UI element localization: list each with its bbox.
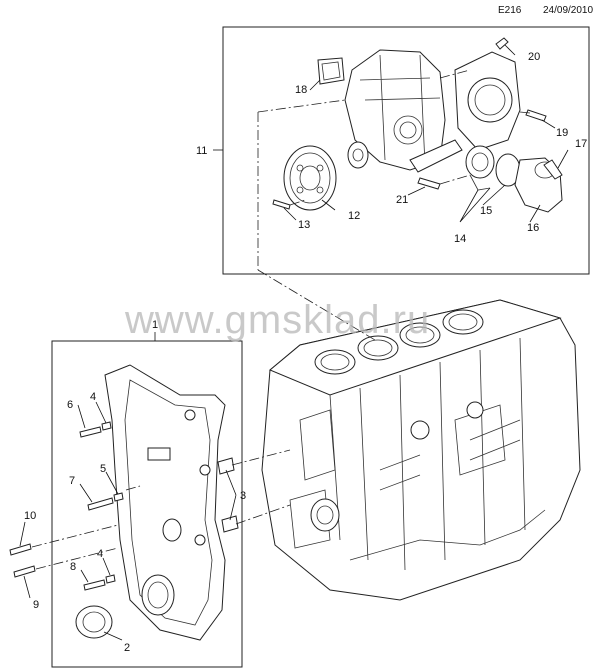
diagram-date: 24/09/2010: [543, 5, 593, 16]
bolt-17: [543, 159, 563, 180]
timing-cover: [104, 364, 226, 641]
callout-1: 1: [152, 319, 158, 331]
callout-14: 14: [454, 233, 466, 245]
washer-4-lower: [105, 574, 116, 584]
callout-4-lower: 4: [97, 548, 103, 560]
callout-18: 18: [295, 84, 307, 96]
thermostat-14: [465, 145, 495, 191]
callout-12: 12: [348, 210, 360, 222]
callout-11: 11: [196, 145, 207, 157]
engine-block: [261, 299, 581, 601]
pulley-12: [283, 145, 337, 211]
callout-2: 2: [124, 642, 130, 654]
callout-7: 7: [69, 475, 75, 487]
water-pump-housing: [344, 49, 463, 173]
callout-16: 16: [527, 222, 539, 234]
bearing: [347, 141, 369, 169]
cover-plate-20: [454, 37, 521, 151]
callout-4-upper: 4: [90, 391, 96, 403]
bolt-10: [9, 543, 32, 556]
gasket-18: [317, 57, 345, 85]
washer-4-upper: [101, 421, 112, 431]
dowel-3-upper: [217, 457, 235, 475]
washer-5: [113, 492, 124, 502]
callout-13: 13: [298, 219, 310, 231]
bolt-7: [87, 497, 114, 511]
bolt-9: [13, 565, 36, 578]
diagram-code: E216: [498, 5, 522, 16]
bolt-21: [417, 177, 441, 190]
callout-10: 10: [24, 510, 36, 522]
callout-21: 21: [396, 194, 408, 206]
oil-seal-2: [75, 605, 113, 639]
bolt-6: [79, 426, 102, 438]
callout-5: 5: [100, 463, 106, 475]
leader-lines: [19, 44, 569, 641]
callout-3: 3: [240, 490, 246, 502]
watermark: www.gmsklad.ru: [124, 298, 430, 342]
callout-17: 17: [575, 138, 587, 150]
bolt-13: [272, 199, 291, 210]
callout-15: 15: [480, 205, 492, 217]
callout-19: 19: [556, 127, 568, 139]
callout-20: 20: [528, 51, 540, 63]
callout-9: 9: [33, 599, 39, 611]
callout-8: 8: [70, 561, 76, 573]
callout-6: 6: [67, 399, 73, 411]
dowel-3-lower: [221, 515, 239, 533]
bolt-8: [83, 579, 106, 591]
